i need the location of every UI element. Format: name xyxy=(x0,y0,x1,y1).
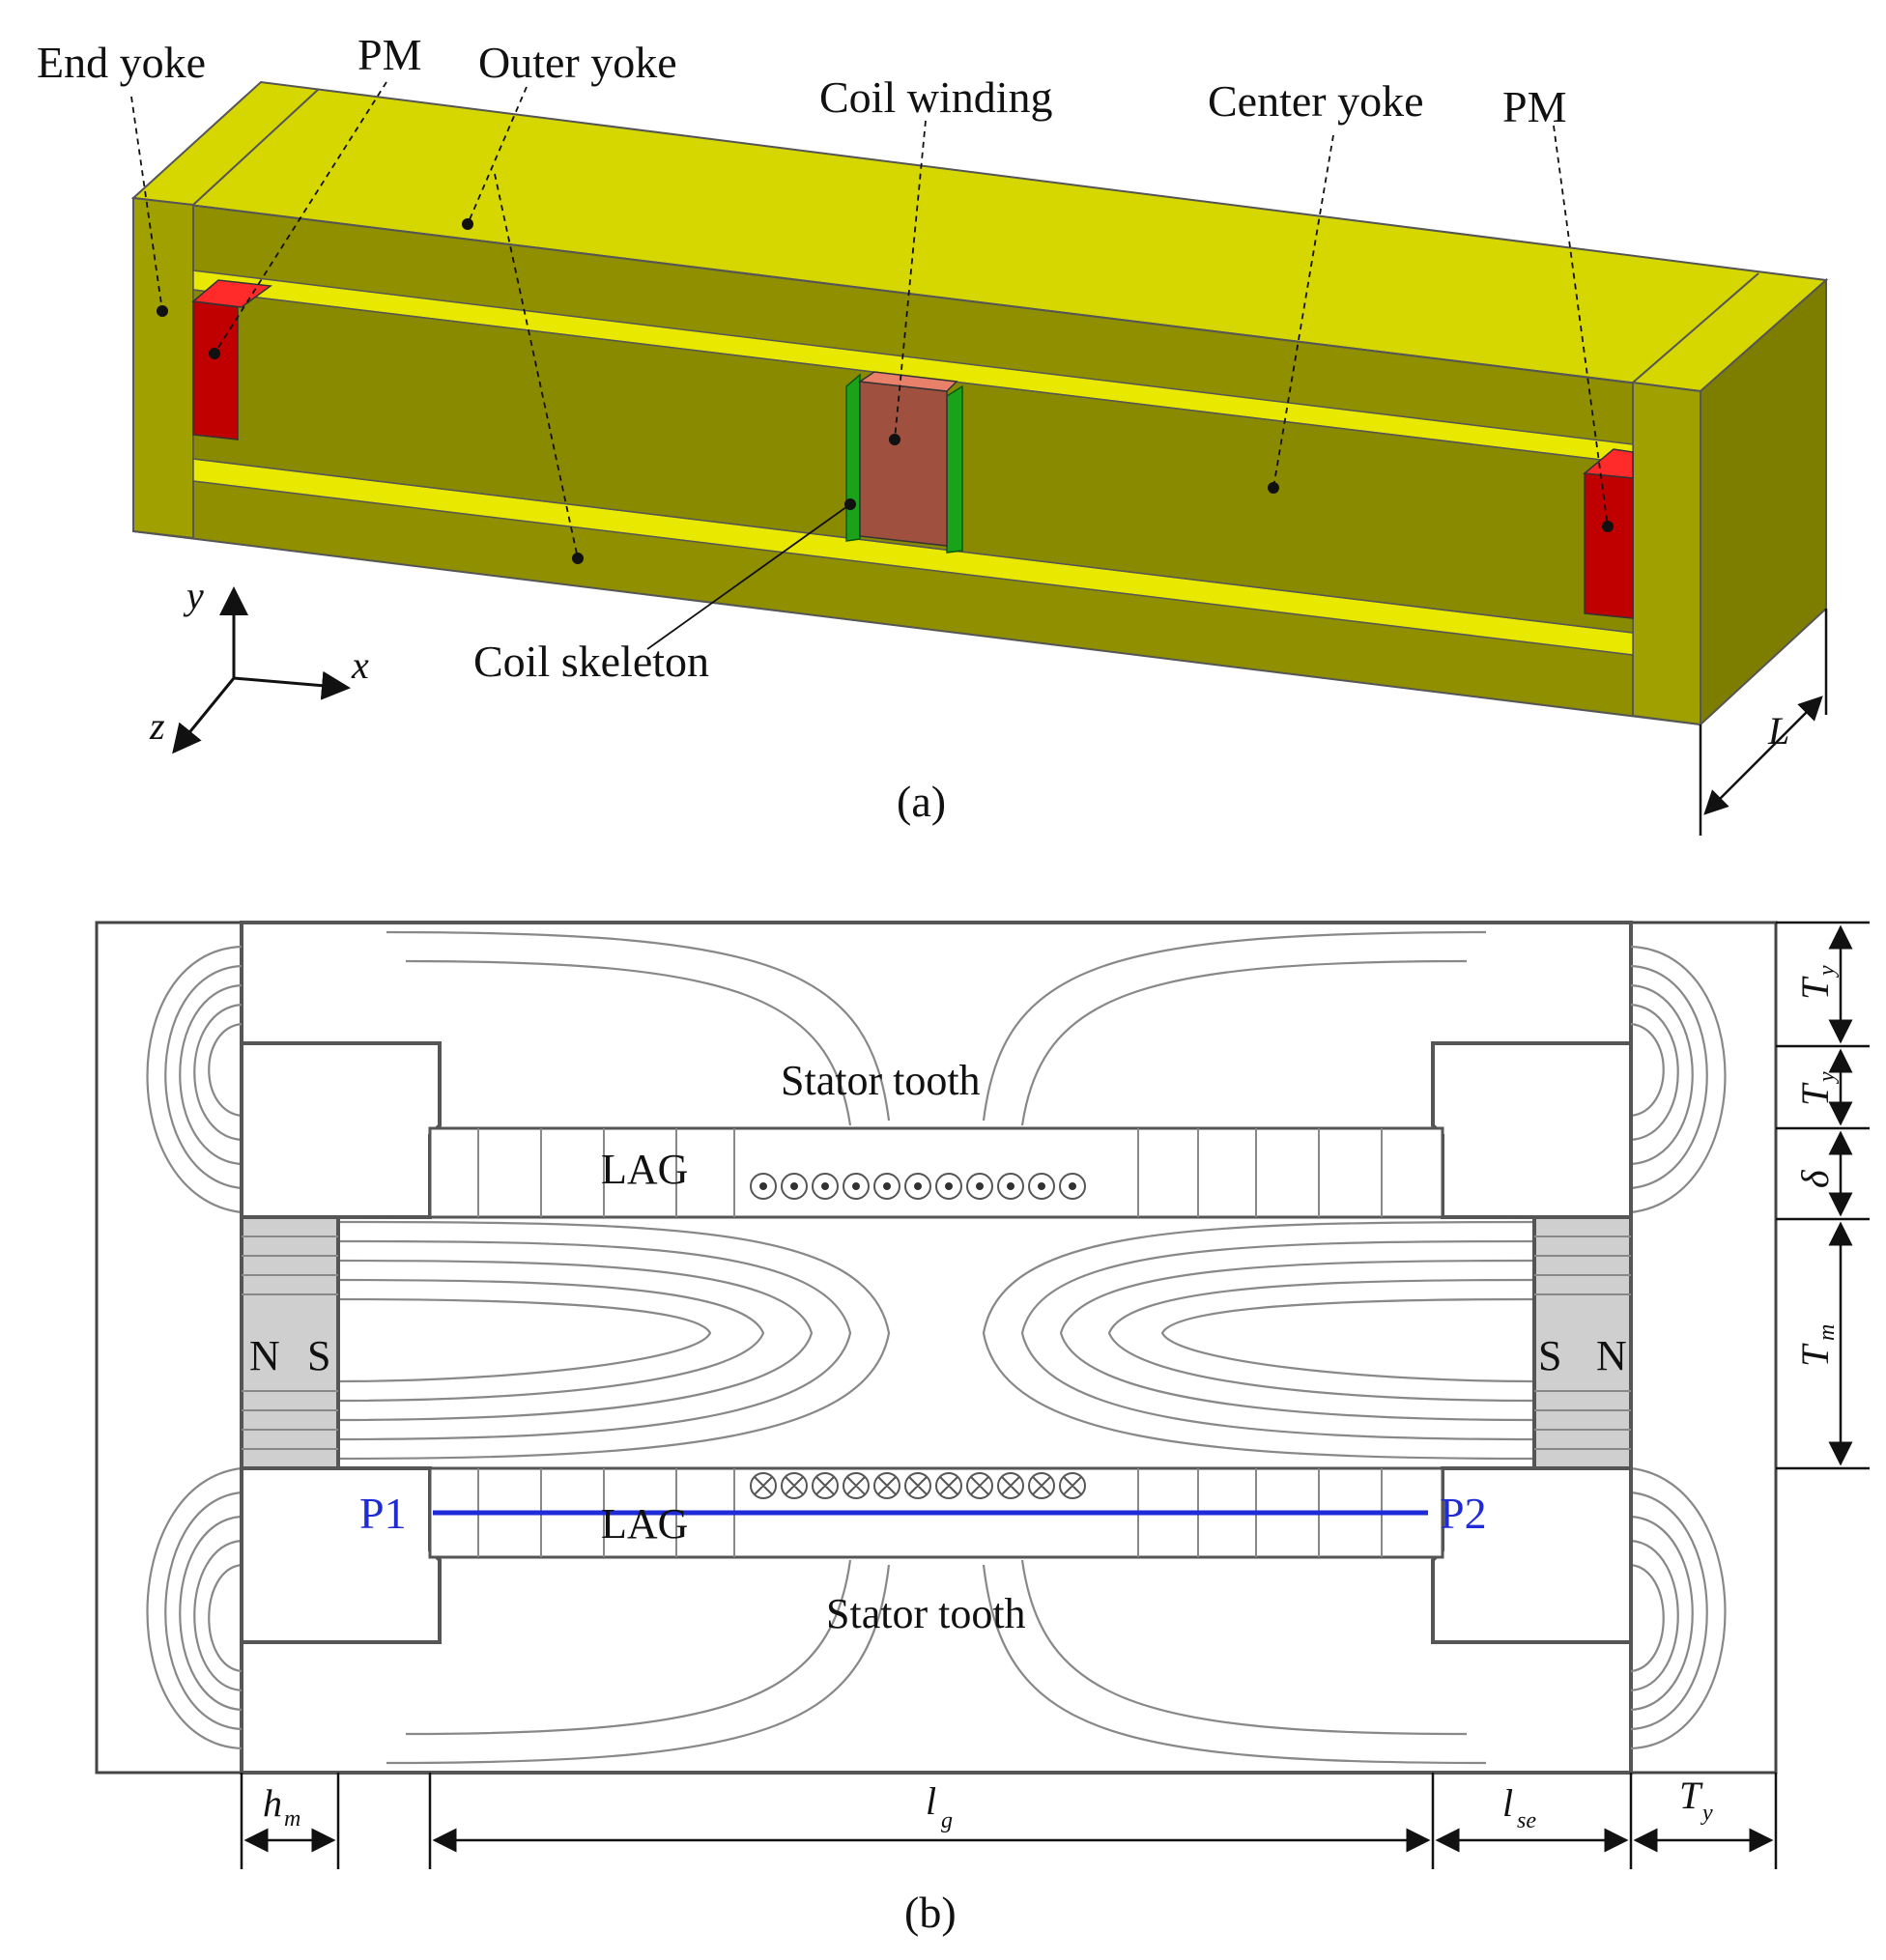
panel-a-leaders xyxy=(130,81,1609,650)
label-magnet-right-s: S xyxy=(1538,1332,1561,1379)
dim-tm: T xyxy=(1793,1343,1837,1367)
panel-a-3d-model xyxy=(130,80,1829,727)
slot-top-left xyxy=(240,1041,442,1219)
label-outer-yoke: Outer yoke xyxy=(478,38,677,87)
length-label: L xyxy=(1767,709,1789,753)
air-gap-top xyxy=(428,1126,1444,1219)
magnet-right xyxy=(1532,1215,1633,1470)
panel-b-field-plot xyxy=(95,921,1778,1775)
axis-x-label: x xyxy=(351,643,369,687)
panel-a-labels: End yoke PM Outer yoke Coil winding Cent… xyxy=(37,30,1566,686)
label-center-yoke: Center yoke xyxy=(1208,76,1424,126)
coil-skeleton-left xyxy=(845,373,861,542)
coordinate-axes xyxy=(172,586,351,754)
flux-lines-center xyxy=(337,930,1535,1765)
coil-winding xyxy=(859,381,948,547)
dim-lse: l xyxy=(1502,1781,1513,1825)
panel-b-labels: Stator tooth Stator tooth LAG LAG N S S … xyxy=(249,1057,1627,1637)
caption-a: (a) xyxy=(897,777,946,826)
dim-ty-bottom-sub: y xyxy=(1700,1801,1713,1826)
label-stator-tooth-bottom: Stator tooth xyxy=(826,1590,1026,1637)
label-pm-left: PM xyxy=(357,30,421,79)
dim-lg: l xyxy=(926,1779,936,1823)
coil-winding-top xyxy=(857,371,958,392)
label-coil-winding: Coil winding xyxy=(819,72,1053,122)
coil-conductor-dots xyxy=(759,1182,1076,1190)
label-coil-skeleton: Coil skeleton xyxy=(473,637,709,686)
label-end-yoke: End yoke xyxy=(37,38,206,87)
dim-lg-sub: g xyxy=(941,1808,953,1833)
panel-a-dots xyxy=(157,218,1614,564)
label-magnet-left-s: S xyxy=(307,1332,330,1379)
pm-right xyxy=(1584,472,1634,619)
label-stator-tooth-top: Stator tooth xyxy=(781,1057,981,1104)
dim-hm-sub: m xyxy=(284,1806,300,1832)
coil-conductors-bottom xyxy=(750,1472,1086,1499)
label-probe-p2: P2 xyxy=(1440,1489,1487,1538)
label-lag-top: LAG xyxy=(601,1146,688,1193)
slot-bottom-left xyxy=(240,1466,442,1644)
length-dimension xyxy=(1699,609,1828,836)
dim-tm-sub: m xyxy=(1815,1324,1840,1341)
dim-ty-2-sub: y xyxy=(1815,1071,1840,1084)
slot-top-right xyxy=(1431,1041,1633,1219)
magnet-left xyxy=(240,1215,340,1470)
dim-lse-sub: se xyxy=(1517,1808,1536,1833)
dimension-labels-right: T y T y δ T m xyxy=(1793,965,1840,1367)
caption-b: (b) xyxy=(904,1888,957,1937)
dim-ty-1: T xyxy=(1793,976,1837,1000)
label-lag-bottom: LAG xyxy=(601,1500,688,1548)
end-yoke-left xyxy=(132,196,194,540)
pm-left xyxy=(192,300,239,440)
label-magnet-left-n: N xyxy=(249,1332,280,1379)
label-magnet-right-n: N xyxy=(1596,1332,1627,1379)
dim-delta: δ xyxy=(1793,1169,1837,1188)
dim-ty-1-sub: y xyxy=(1815,965,1840,978)
axis-y-label: y xyxy=(183,574,204,617)
dimension-labels-bottom: h m l g l se T y xyxy=(263,1774,1713,1833)
label-pm-right: PM xyxy=(1502,82,1566,131)
dimensions-right xyxy=(1776,921,1870,1470)
label-probe-p1: P1 xyxy=(359,1489,407,1538)
flux-lines-left xyxy=(146,945,243,1750)
flux-lines-right xyxy=(1630,945,1727,1750)
dimensions-bottom xyxy=(240,1773,1778,1869)
dim-ty-2: T xyxy=(1793,1082,1837,1106)
axis-z-label: z xyxy=(149,704,165,748)
dim-hm: h xyxy=(263,1781,282,1825)
dim-ty-bottom: T xyxy=(1679,1774,1703,1817)
